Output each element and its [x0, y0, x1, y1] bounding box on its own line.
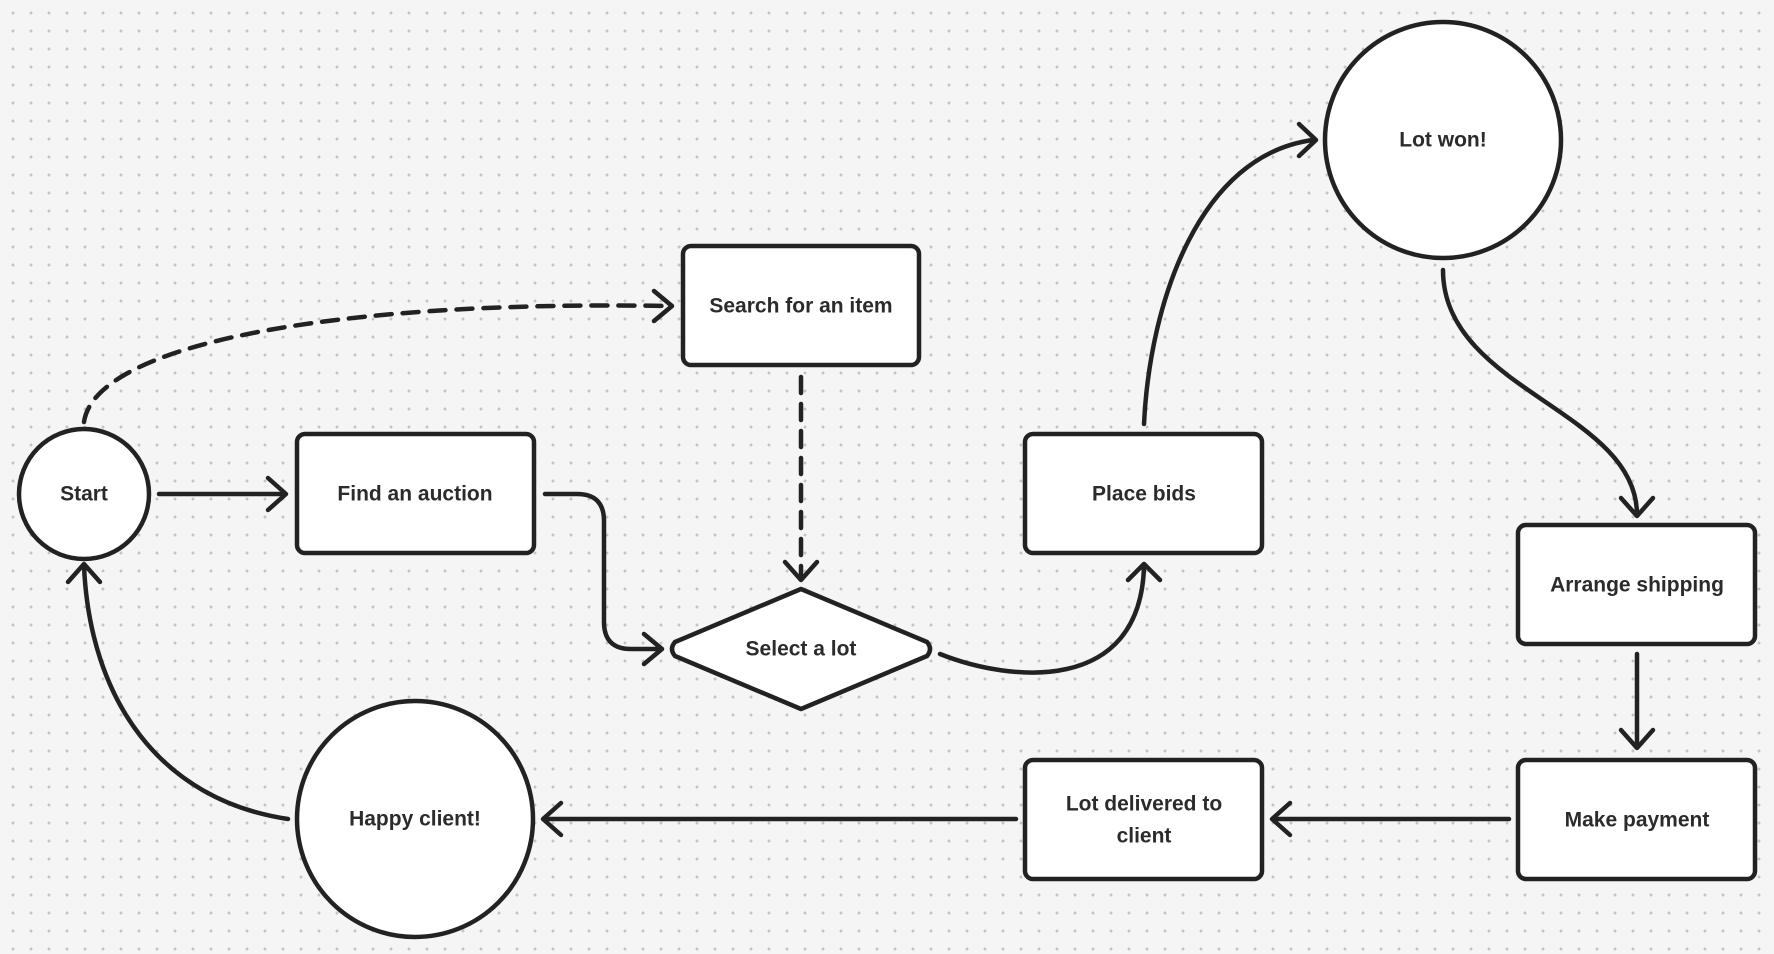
node-label: Arrange shipping [1550, 574, 1724, 597]
node-label: Search for an item [709, 295, 892, 318]
node-label: Make payment [1565, 809, 1710, 832]
node-label-line-2: client [1117, 825, 1172, 848]
happy-client-circle [294, 698, 536, 940]
edge-start-to-find-auction [156, 475, 289, 513]
edge-line [937, 564, 1147, 675]
edge-line [81, 563, 291, 822]
edge-find-auction-to-select-lot [542, 491, 665, 667]
edge-make-payment-to-lot-delivered [1269, 800, 1512, 838]
arrowhead [1269, 800, 1293, 838]
search-item-rect [680, 243, 922, 368]
edge-line [1440, 267, 1640, 517]
node-label: Start [60, 483, 108, 506]
edge-line [1141, 137, 1316, 427]
arrowhead [265, 475, 289, 513]
arrowhead [782, 559, 820, 583]
edge-search-item-to-select-lot [782, 374, 820, 583]
edge-happy-client-to-start [65, 561, 291, 822]
arrowhead [1618, 727, 1656, 751]
node-select-lot[interactable]: Select a lot [669, 586, 933, 712]
node-start[interactable]: Start [16, 426, 152, 562]
edge-lot-won-to-arrange-shipping [1440, 267, 1656, 519]
edge-place-bids-to-lot-won [1141, 121, 1319, 427]
node-find-auction[interactable]: Find an auction [294, 431, 537, 556]
arrowhead [65, 561, 103, 585]
node-search-item[interactable]: Search for an item [680, 243, 922, 368]
arrowhead [1618, 495, 1656, 519]
arrowhead [540, 800, 564, 838]
node-label: Happy client! [349, 808, 481, 831]
edge-start-to-search-item [81, 288, 675, 425]
node-label-line-1: Lot delivered to [1066, 793, 1222, 816]
select-lot-diamond [669, 586, 933, 712]
make-payment-rect [1515, 757, 1758, 882]
arrange-shipping-rect [1515, 522, 1758, 647]
node-happy-client[interactable]: Happy client! [294, 698, 536, 940]
node-arrange-shipping[interactable]: Arrange shipping [1515, 522, 1758, 647]
arrowhead [641, 631, 665, 667]
lot-won-circle [1322, 19, 1564, 261]
place-bids-rect [1022, 431, 1265, 556]
node-make-payment[interactable]: Make payment [1515, 757, 1758, 882]
edge-select-lot-to-place-bids [937, 561, 1163, 675]
edge-lot-delivered-to-happy-client [540, 800, 1019, 838]
start-circle [16, 426, 152, 562]
edge-arrange-shipping-to-make-payment [1618, 651, 1656, 751]
node-lot-won[interactable]: Lot won! [1322, 19, 1564, 261]
arrowhead [1125, 561, 1163, 583]
lot-delivered-rect [1022, 757, 1265, 882]
node-label: Select a lot [746, 638, 857, 661]
arrowhead [651, 288, 675, 324]
node-label: Place bids [1092, 483, 1196, 506]
arrowhead [1296, 121, 1319, 159]
edge-line [542, 491, 661, 652]
node-label: Find an auction [337, 483, 492, 506]
find-auction-rect [294, 431, 537, 556]
node-lot-delivered[interactable]: Lot delivered to client [1022, 757, 1265, 882]
node-place-bids[interactable]: Place bids [1022, 431, 1265, 556]
node-label: Lot won! [1399, 129, 1486, 152]
edge-line [81, 303, 671, 425]
